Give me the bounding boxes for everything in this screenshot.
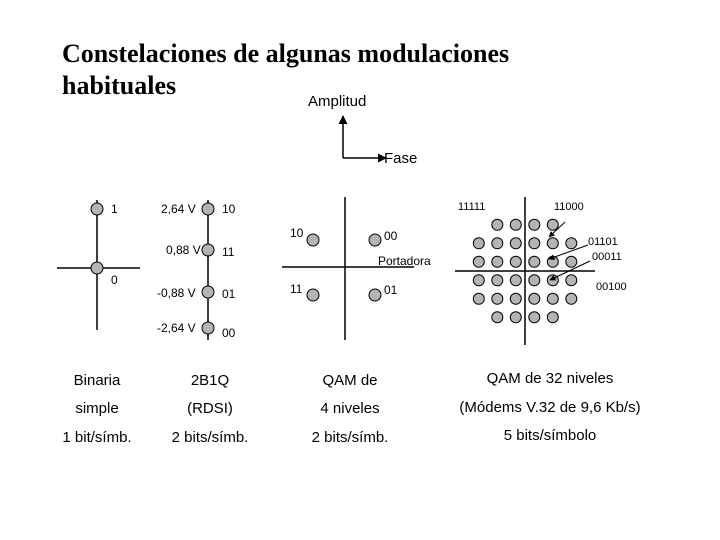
qam4-constellation <box>282 197 414 340</box>
qam4-label-00: 00 <box>384 229 398 243</box>
qam32-point-r4-c5 <box>565 292 578 305</box>
qam4-label-01: 01 <box>384 283 398 297</box>
qam32-point-r3-c5 <box>565 274 578 287</box>
qam32-point-r2-c5 <box>565 255 578 268</box>
caption-qam32-line-1: QAM de 32 niveles <box>486 370 614 387</box>
qam32-point-r2-c1 <box>491 255 504 268</box>
qam32-point-r0-c1 <box>491 218 504 231</box>
qam32-arrow-11000 <box>548 221 566 238</box>
twob1q-bits-2: 11 <box>222 245 235 259</box>
qam32-point-r5-c2 <box>509 311 522 324</box>
qam32-label-01101: 01101 <box>588 236 618 248</box>
qam32-point-r0-c3 <box>528 218 541 231</box>
amplitude-phase-legend-axes <box>338 115 387 163</box>
twob1q-voltage-4: -2,64 V <box>157 321 196 335</box>
qam32-point-r5-c4 <box>546 311 559 324</box>
caption-qam4-line-1: QAM de <box>322 372 378 389</box>
twob1q-point-level-3 <box>201 285 215 299</box>
qam32-point-r3-c0 <box>472 274 485 287</box>
qam32-point-r4-c4 <box>546 292 559 305</box>
binary-label-zero: 0 <box>111 273 118 287</box>
qam32-constellation <box>455 197 595 345</box>
phase-label: Fase <box>384 150 418 167</box>
twob1q-voltage-2: 0,88 V <box>166 243 201 257</box>
qam32-point-r0-c4 <box>546 218 559 231</box>
caption-binary-line-2: simple <box>75 400 119 417</box>
twob1q-bits-1: 10 <box>222 202 236 216</box>
twob1q-constellation <box>201 200 215 340</box>
qam32-point-r4-c1 <box>491 292 504 305</box>
qam4-point-00 <box>368 233 382 247</box>
qam32-point-r2-c2 <box>509 255 522 268</box>
caption-qam32-line-3: 5 bits/símbolo <box>503 427 597 444</box>
qam32-point-r3-c2 <box>509 274 522 287</box>
twob1q-voltage-1: 2,64 V <box>161 202 196 216</box>
caption-qam4-line-2: 4 niveles <box>320 400 380 417</box>
qam32-point-r1-c1 <box>491 237 504 250</box>
twob1q-point-level-4 <box>201 321 215 335</box>
qam32-point-r1-c3 <box>528 237 541 250</box>
binary-point-one <box>90 202 104 216</box>
qam32-label-00100: 00100 <box>596 281 627 293</box>
qam4-point-10 <box>306 233 320 247</box>
twob1q-bits-3: 01 <box>222 287 236 301</box>
qam32-arrow-01101 <box>548 244 589 260</box>
binary-constellation <box>57 200 140 330</box>
qam32-point-r1-c5 <box>565 237 578 250</box>
caption-qam4-line-3: 2 bits/símb. <box>311 429 389 446</box>
twob1q-point-level-2 <box>201 243 215 257</box>
qam4-point-01 <box>368 288 382 302</box>
caption-twob1q-line-1: 2B1Q <box>190 372 230 389</box>
qam32-arrow-00011 <box>549 260 591 281</box>
caption-binary-line-3: 1 bit/símb. <box>62 429 132 446</box>
qam32-point-r4-c3 <box>528 292 541 305</box>
caption-binary-line-1: Binaria <box>73 372 121 389</box>
qam32-point-r2-c3 <box>528 255 541 268</box>
qam4-label-10: 10 <box>290 226 304 240</box>
qam32-point-r2-c0 <box>472 255 485 268</box>
twob1q-voltage-3: -0,88 V <box>157 286 196 300</box>
qam32-point-r1-c0 <box>472 237 485 250</box>
qam32-point-r4-c2 <box>509 292 522 305</box>
qam32-point-r3-c1 <box>491 274 504 287</box>
binary-label-one: 1 <box>111 202 118 216</box>
qam4-label-11: 11 <box>290 282 303 296</box>
qam32-point-r5-c1 <box>491 311 504 324</box>
twob1q-point-level-1 <box>201 202 215 216</box>
twob1q-bits-4: 00 <box>222 326 236 340</box>
qam32-point-r4-c0 <box>472 292 485 305</box>
qam4-point-11 <box>306 288 320 302</box>
qam32-point-r3-c3 <box>528 274 541 287</box>
qam32-point-r1-c2 <box>509 237 522 250</box>
qam32-label-11111: 11111 <box>458 201 486 213</box>
page-title: Constelaciones de algunas modulaciones h… <box>62 39 510 100</box>
qam32-point-r5-c3 <box>528 311 541 324</box>
caption-twob1q-line-2: (RDSI) <box>187 400 233 417</box>
qam32-point-r0-c2 <box>509 218 522 231</box>
caption-qam32-line-2: (Módems V.32 de 9,6 Kb/s) <box>459 399 641 416</box>
qam32-label-00011: 00011 <box>592 251 622 263</box>
qam32-point-r1-c4 <box>546 237 559 250</box>
qam32-points <box>472 218 578 324</box>
qam32-label-11000: 11000 <box>554 201 584 213</box>
binary-point-zero <box>90 261 104 275</box>
qam4-carrier-label: Portadora <box>378 254 431 268</box>
caption-twob1q-line-3: 2 bits/símb. <box>171 429 249 446</box>
amplitude-label: Amplitud <box>308 93 367 110</box>
